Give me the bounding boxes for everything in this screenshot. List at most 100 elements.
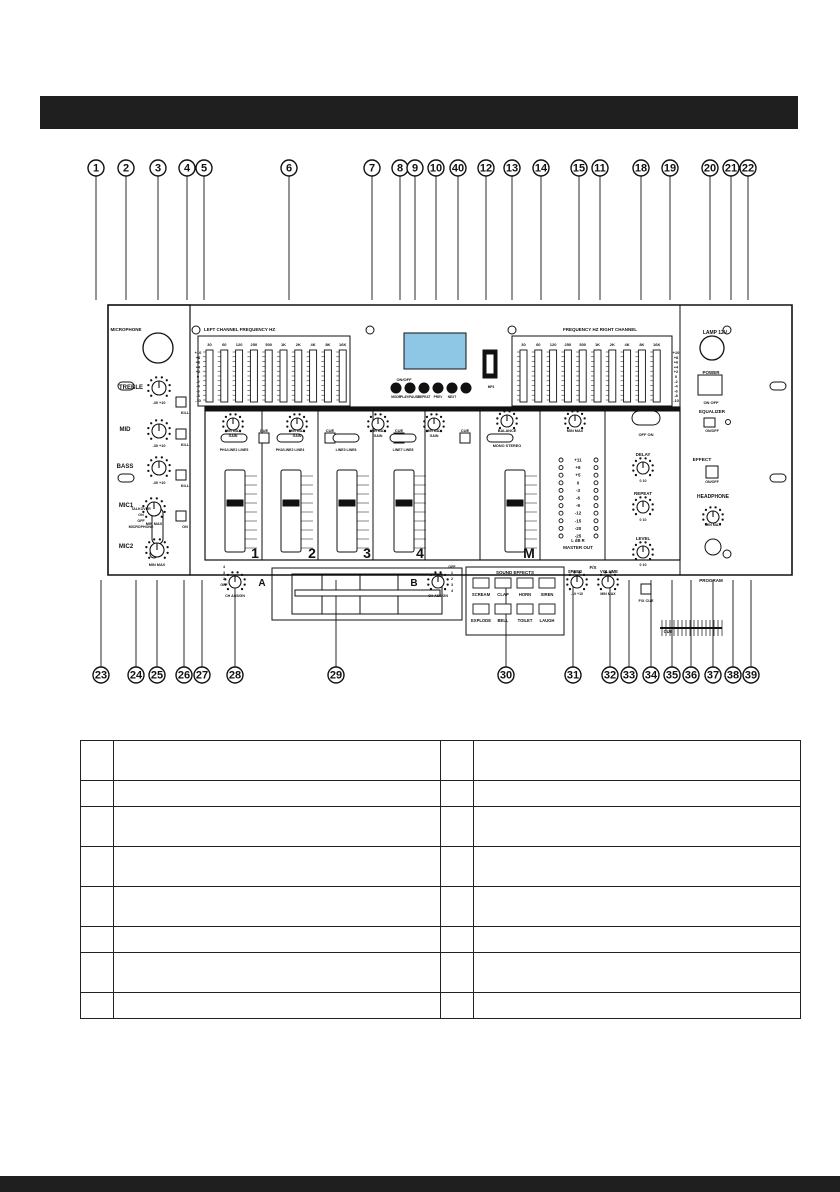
table-cell bbox=[113, 886, 441, 927]
assign-position: OFF bbox=[448, 565, 456, 569]
repeat-range: 0 10 bbox=[640, 518, 647, 522]
fx-laugh-button[interactable] bbox=[538, 603, 556, 615]
cue-ch1-button[interactable] bbox=[258, 432, 270, 444]
mic2-label: MIC2 bbox=[119, 544, 134, 550]
callout-37: 37 bbox=[704, 666, 722, 684]
callout-2: 2 bbox=[117, 159, 135, 177]
fx-speed-knob[interactable] bbox=[566, 571, 588, 591]
level-range: 0 10 bbox=[640, 563, 647, 567]
kill-mid-button[interactable] bbox=[175, 428, 187, 440]
table-cell bbox=[440, 952, 474, 993]
assign-position: 3 bbox=[223, 571, 225, 575]
player-button-label: MODE bbox=[391, 395, 401, 399]
meter-led-r bbox=[593, 518, 599, 524]
ch-assign-a-knob[interactable] bbox=[224, 571, 246, 591]
right-eq-scale: -2 bbox=[674, 379, 678, 384]
fx-label: SCREAM bbox=[472, 592, 491, 597]
channel-fader-4[interactable] bbox=[393, 469, 426, 553]
input-label: LINE7 LINE8 bbox=[393, 448, 414, 452]
cue-ch4-button[interactable] bbox=[459, 432, 471, 444]
right-eq-scale: -6 bbox=[674, 388, 678, 393]
channel-fader-3[interactable] bbox=[336, 469, 369, 553]
ch-assign-b-knob[interactable] bbox=[427, 571, 449, 591]
right-eq-scale: +2 bbox=[674, 369, 679, 374]
channel-number: 2 bbox=[308, 545, 316, 561]
right-eq-freq: 120 bbox=[550, 342, 557, 347]
table-cell bbox=[113, 740, 441, 781]
input-selector-5[interactable] bbox=[486, 433, 514, 443]
fx-explode-button[interactable] bbox=[472, 603, 490, 615]
mic1-on-button[interactable] bbox=[175, 510, 187, 522]
svg-text:29: 29 bbox=[330, 670, 342, 682]
fx-clap-button[interactable] bbox=[494, 577, 512, 589]
meter-value: -3 bbox=[576, 488, 580, 493]
table-cell bbox=[80, 952, 114, 993]
balance-knob[interactable] bbox=[496, 410, 518, 430]
mid-knob[interactable] bbox=[147, 419, 171, 440]
kill-bass-button[interactable] bbox=[175, 469, 187, 481]
table-cell bbox=[473, 846, 801, 887]
gain-knob-ch1[interactable] bbox=[222, 413, 244, 433]
input-selector-2[interactable] bbox=[276, 433, 304, 443]
headphone-knob[interactable] bbox=[702, 506, 724, 526]
left-eq-scale: +6 bbox=[196, 360, 201, 365]
callout-36: 36 bbox=[682, 666, 700, 684]
callout-10: 10 bbox=[427, 159, 445, 177]
right-eq-scale: 0 bbox=[675, 374, 678, 379]
reference-table bbox=[80, 740, 801, 1019]
svg-text:13: 13 bbox=[506, 163, 518, 175]
treble-knob[interactable] bbox=[147, 376, 171, 397]
channel-fader-1[interactable] bbox=[224, 469, 257, 553]
kill-treble-button[interactable] bbox=[175, 396, 187, 408]
fx-horn-button[interactable] bbox=[516, 577, 534, 589]
fx-volume-knob[interactable] bbox=[597, 571, 619, 591]
bass-knob[interactable] bbox=[147, 456, 171, 477]
svg-text:6: 6 bbox=[286, 163, 292, 175]
svg-text:40: 40 bbox=[452, 163, 464, 175]
kill-label: KILL bbox=[181, 411, 190, 415]
table-cell bbox=[440, 926, 474, 953]
input-selector-4[interactable] bbox=[389, 433, 417, 443]
input-selector-3[interactable] bbox=[332, 433, 360, 443]
table-cell bbox=[113, 992, 441, 1019]
svg-text:14: 14 bbox=[535, 163, 548, 175]
gain-knob-ch4[interactable] bbox=[423, 413, 445, 433]
callout-22: 22 bbox=[739, 159, 757, 177]
table-cell bbox=[440, 846, 474, 887]
repeat-knob[interactable] bbox=[632, 496, 654, 516]
input-selector-1[interactable] bbox=[220, 433, 248, 443]
channel-heading: CH1 bbox=[232, 406, 241, 411]
booth-knob[interactable] bbox=[564, 410, 586, 430]
delay-knob[interactable] bbox=[632, 457, 654, 477]
fx-scream-button[interactable] bbox=[472, 577, 490, 589]
fx-bell-button[interactable] bbox=[494, 603, 512, 615]
mic1-knob[interactable] bbox=[142, 497, 166, 518]
meter-value: -12 bbox=[575, 511, 582, 516]
mic2-knob[interactable] bbox=[145, 538, 169, 559]
fx-label: EXPLODE bbox=[471, 618, 491, 623]
gain-knob-ch3[interactable] bbox=[367, 413, 389, 433]
gain-range: MIN MAX bbox=[225, 429, 241, 433]
svg-text:33: 33 bbox=[623, 670, 635, 682]
gain-knob-ch2[interactable] bbox=[286, 413, 308, 433]
table-cell bbox=[473, 740, 801, 781]
mono-stereo-label: MONO STEREO bbox=[493, 444, 522, 448]
master-heading: BOOTH bbox=[568, 406, 583, 411]
svg-text:12: 12 bbox=[480, 163, 492, 175]
callout-30: 30 bbox=[497, 666, 515, 684]
svg-text:9: 9 bbox=[412, 163, 418, 175]
meter-lr-label: L dB R bbox=[571, 538, 584, 543]
fx-siren-button[interactable] bbox=[538, 577, 556, 589]
fx-label: F/X bbox=[589, 565, 596, 570]
channel-fader-5[interactable] bbox=[504, 469, 537, 553]
channel-fader-2[interactable] bbox=[280, 469, 313, 553]
right-eq-scale: +4 bbox=[674, 364, 679, 369]
callout-40: 40 bbox=[449, 159, 467, 177]
fx-toilet-button[interactable] bbox=[516, 603, 534, 615]
mp3-label: MP3 bbox=[488, 385, 495, 389]
gain-range: MIN MAX bbox=[370, 429, 386, 433]
left-eq-freq: 4K bbox=[311, 342, 316, 347]
level-knob[interactable] bbox=[632, 541, 654, 561]
on-off-label: ON/OFF bbox=[396, 377, 412, 382]
channel-heading: CH4 bbox=[456, 406, 465, 411]
